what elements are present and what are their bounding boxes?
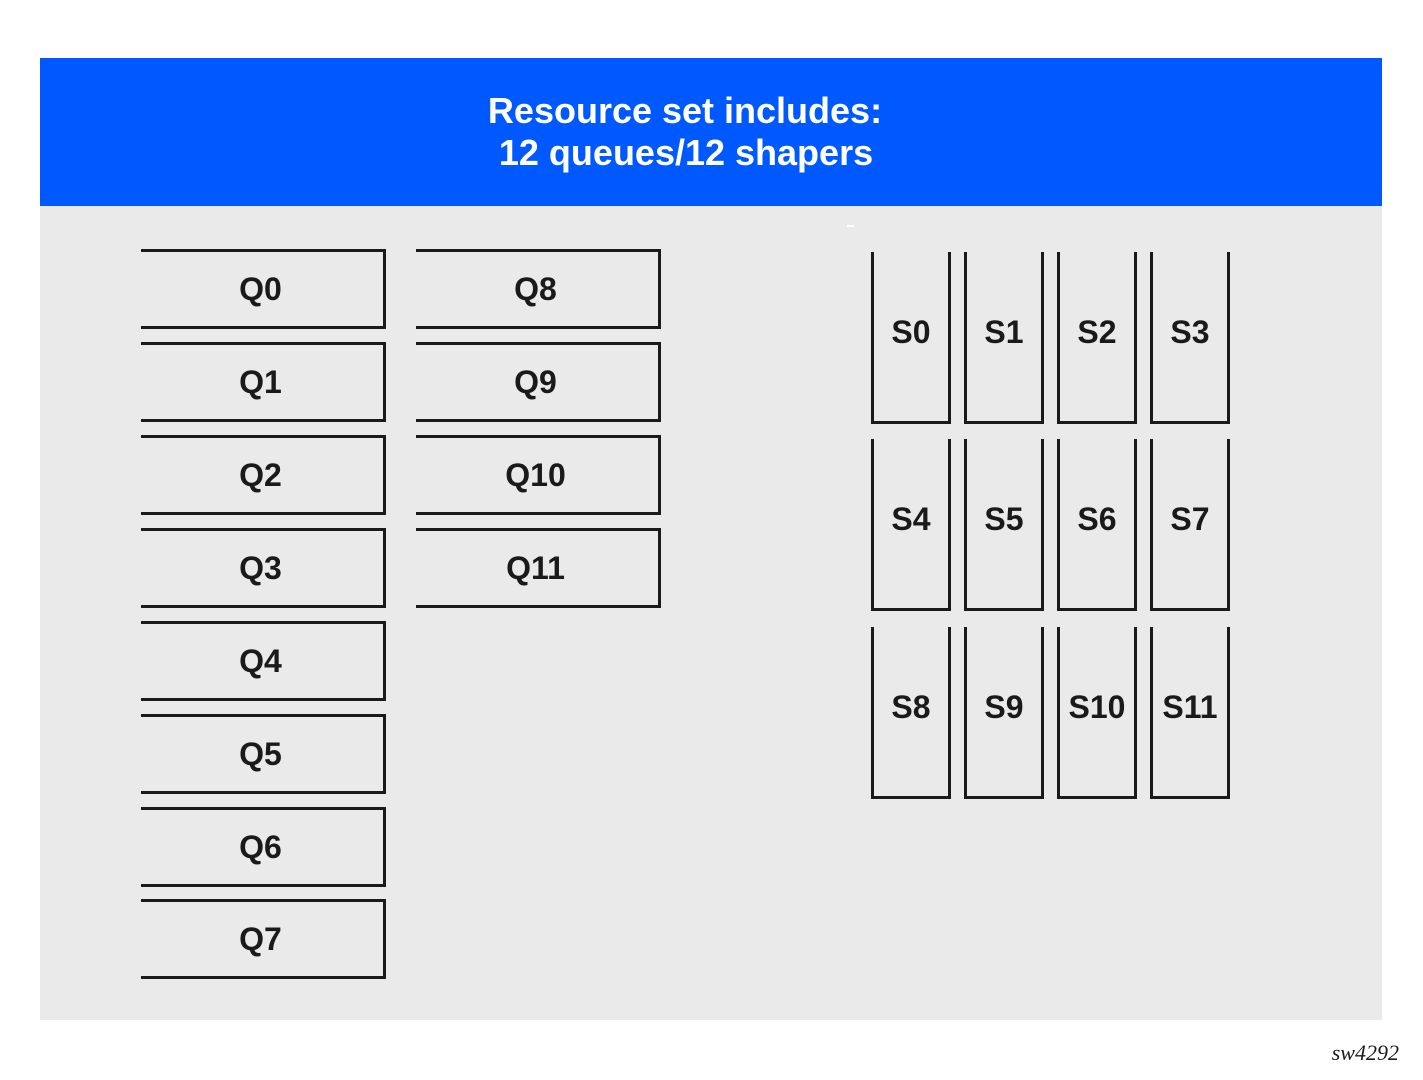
queue-label: Q7 xyxy=(239,920,282,957)
queue-q9: Q9 xyxy=(416,342,661,422)
shaper-label: S1 xyxy=(984,314,1024,350)
queue-q10: Q10 xyxy=(416,435,661,515)
shaper-label: S10 xyxy=(1068,689,1126,725)
shaper-label: S6 xyxy=(1077,501,1117,537)
shaper-label: S7 xyxy=(1170,501,1210,537)
shaper-s3: S3 xyxy=(1150,252,1230,424)
queue-label: Q3 xyxy=(239,549,282,586)
shaper-s2: S2 xyxy=(1057,252,1137,424)
shaper-label: S9 xyxy=(984,689,1024,725)
queue-q2: Q2 xyxy=(141,435,386,515)
shaper-s11: S11 xyxy=(1150,627,1230,799)
queue-q3: Q3 xyxy=(141,528,386,608)
shaper-s10: S10 xyxy=(1057,627,1137,799)
shaper-s8: S8 xyxy=(871,627,951,799)
queue-label: Q9 xyxy=(514,363,557,400)
figure-id: sw4292 xyxy=(1331,1040,1399,1065)
queue-label: Q5 xyxy=(239,735,282,772)
queue-q1: Q1 xyxy=(141,342,386,422)
queue-q0: Q0 xyxy=(141,249,386,329)
queue-q11: Q11 xyxy=(416,528,661,608)
shaper-s4: S4 xyxy=(871,439,951,611)
shaper-s1: S1 xyxy=(964,252,1044,424)
dash-mark xyxy=(847,225,854,227)
shaper-label: S3 xyxy=(1170,314,1210,350)
queue-label: Q8 xyxy=(514,270,557,307)
shaper-s9: S9 xyxy=(964,627,1044,799)
queue-q7: Q7 xyxy=(141,899,386,979)
queue-q6: Q6 xyxy=(141,807,386,887)
shaper-label: S0 xyxy=(891,314,931,350)
queue-label: Q4 xyxy=(239,642,282,679)
shaper-label: S2 xyxy=(1077,314,1117,350)
shaper-label: S5 xyxy=(984,501,1024,537)
queue-label: Q6 xyxy=(239,828,282,865)
queue-label: Q0 xyxy=(239,270,282,307)
queue-label: Q1 xyxy=(239,363,282,400)
shaper-label: S8 xyxy=(891,689,931,725)
shaper-s0: S0 xyxy=(871,252,951,424)
queue-label: Q11 xyxy=(506,549,565,586)
shaper-s5: S5 xyxy=(964,439,1044,611)
queue-label: Q10 xyxy=(505,456,566,493)
header-subtitle: 12 queues/12 shapers xyxy=(498,132,874,173)
shaper-s7: S7 xyxy=(1150,439,1230,611)
header-title: Resource set includes: xyxy=(487,90,883,131)
header-banner: Resource set includes: 12 queues/12 shap… xyxy=(40,58,1382,206)
queue-q4: Q4 xyxy=(141,621,386,701)
shaper-s6: S6 xyxy=(1057,439,1137,611)
shaper-label: S11 xyxy=(1162,689,1218,725)
queue-label: Q2 xyxy=(239,456,282,493)
queue-q5: Q5 xyxy=(141,714,386,794)
shaper-label: S4 xyxy=(891,501,931,537)
queue-q8: Q8 xyxy=(416,249,661,329)
